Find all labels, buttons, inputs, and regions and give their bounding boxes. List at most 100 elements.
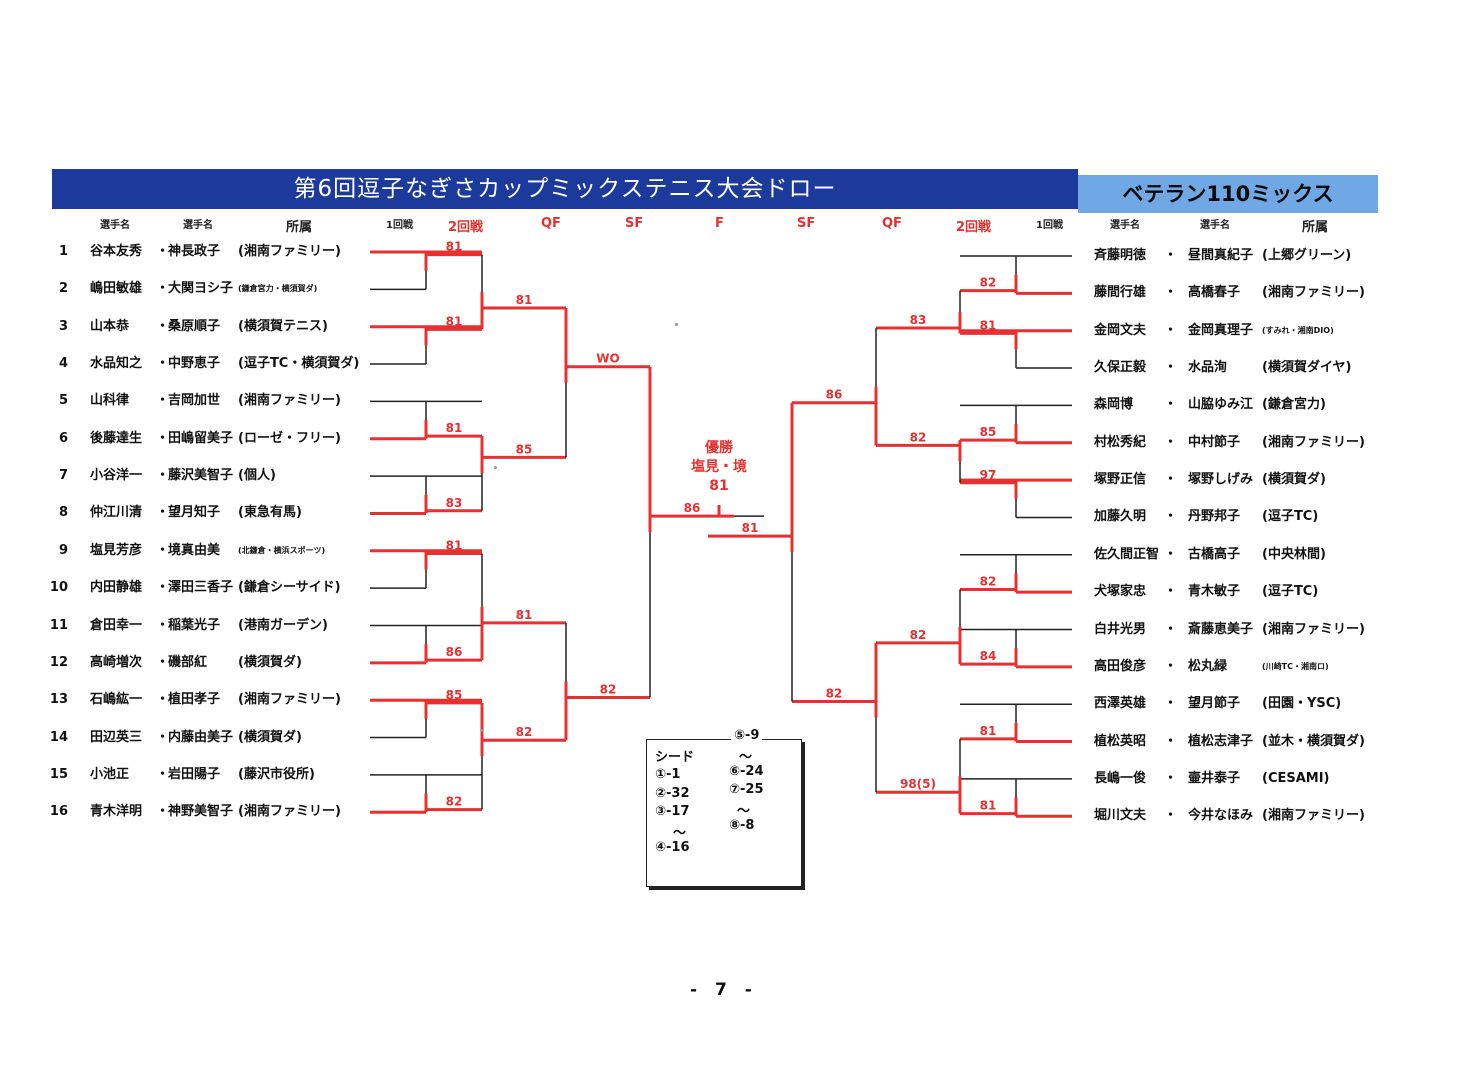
separator-dot: ・ — [156, 542, 170, 558]
player2-name: 高橋春子 — [1188, 285, 1241, 301]
player2-name: 望月知子 — [168, 505, 221, 521]
player1-name: 犬塚家忠 — [1094, 584, 1147, 600]
player1-name: 後藤達生 — [90, 430, 143, 446]
affiliation: (湘南ファミリー) — [238, 692, 341, 708]
right-entry-row: 堀川文夫・今井なほみ(湘南ファミリー) — [0, 806, 1400, 826]
seed-number: 15 — [49, 766, 68, 782]
right-score: 82 — [826, 687, 843, 701]
right-score: 82 — [980, 574, 997, 588]
player2-name: 岩田陽子 — [168, 766, 221, 782]
separator-dot: ・ — [156, 580, 170, 596]
player2-name: 桑原順子 — [168, 318, 221, 334]
seed-right-2: ～ — [739, 750, 753, 765]
affiliation: (並木・横須賀ダ) — [1262, 733, 1365, 749]
separator-dot: ・ — [156, 505, 170, 521]
seed-number: 12 — [49, 654, 68, 670]
header-left-player1: 選手名 — [100, 220, 130, 231]
player2-name: 内藤由美子 — [168, 729, 234, 745]
player2-name: 境真由美 — [168, 542, 221, 558]
player2-name: 望月節子 — [1188, 696, 1241, 712]
seed-number: 10 — [49, 580, 68, 596]
player1-name: 塚野正信 — [1094, 472, 1147, 488]
affiliation: (田園・YSC) — [1262, 696, 1342, 712]
seed-left-5: ④-16 — [655, 840, 690, 855]
right-entry-row: 森岡博・山脇ゆみ江(鎌倉宮力) — [0, 395, 1400, 415]
separator-dot: ・ — [156, 692, 170, 708]
player2-name: 塚野しげみ — [1188, 472, 1254, 488]
header-right-player1: 選手名 — [1110, 220, 1140, 231]
affiliation: (鎌倉シーサイド) — [238, 580, 341, 596]
left-score: 86 — [446, 645, 463, 659]
separator-dot: ・ — [1164, 733, 1178, 749]
player2-name: 水品洵 — [1188, 360, 1228, 376]
player1-name: 小谷洋一 — [90, 468, 143, 484]
affiliation: (湘南ファミリー) — [1262, 808, 1365, 824]
player2-name: 斎藤恵美子 — [1188, 621, 1254, 637]
separator-dot: ・ — [1164, 546, 1178, 562]
player2-name: 壷井泰子 — [1188, 770, 1241, 786]
player1-name: 倉田幸一 — [90, 617, 143, 633]
affiliation: (すみれ・湘南DIO) — [1262, 325, 1334, 335]
player2-name: 青木敏子 — [1188, 584, 1241, 600]
right-entry-row: 金岡文夫・金岡真理子(すみれ・湘南DIO) — [0, 321, 1400, 341]
separator-dot: ・ — [1164, 509, 1178, 525]
affiliation: (横須賀ダ) — [1262, 472, 1326, 488]
right-score: 82 — [910, 430, 927, 444]
affiliation: (港南ガーデン) — [238, 617, 328, 633]
header-left-round2: 2回戦 — [448, 220, 484, 235]
affiliation: (横須賀ダ) — [238, 729, 302, 745]
separator-dot: ・ — [1164, 472, 1178, 488]
affiliation: (中央林間) — [1262, 546, 1326, 562]
player1-name: 金岡文夫 — [1094, 322, 1147, 338]
affiliation: (湘南ファミリー) — [238, 244, 341, 259]
header-left-player2: 選手名 — [183, 220, 213, 231]
player2-name: 山脇ゆみ江 — [1188, 397, 1254, 413]
right-entry-row: 長嶋一俊・壷井泰子(CESAMI) — [0, 769, 1400, 789]
right-score: 84 — [980, 649, 997, 663]
separator-dot: ・ — [156, 468, 170, 484]
separator-dot: ・ — [156, 766, 170, 782]
affiliation: (ローゼ・フリー) — [238, 430, 341, 446]
category-label: ベテラン110ミックス — [1078, 175, 1378, 213]
header-left-qf: QF — [541, 216, 561, 231]
player1-name: 石嶋紘一 — [90, 692, 143, 708]
player2-name: 稲葉光子 — [168, 617, 221, 633]
separator-dot: ・ — [156, 729, 170, 745]
right-score: 81 — [980, 799, 997, 813]
player2-name: 藤沢美智子 — [168, 468, 234, 484]
champion-name: 塩見・境 — [691, 458, 747, 475]
left-score: 85 — [446, 688, 463, 702]
player1-name: 堀川文夫 — [1094, 808, 1147, 824]
page-number: - 7 - — [690, 980, 758, 1000]
champion-score: 81 — [709, 478, 728, 494]
affiliation: (横須賀ダ) — [238, 654, 302, 670]
right-score: 98(5) — [900, 777, 936, 791]
affiliation: (横須賀ダイヤ) — [1262, 360, 1352, 376]
affiliation: (湘南ファミリー) — [1262, 621, 1365, 637]
seed-number: 1 — [58, 244, 68, 259]
affiliation: (横須賀テニス) — [238, 318, 328, 334]
seed-right-1: ⑤-9 — [731, 728, 763, 743]
affiliation: (川崎TC・湘南ロ) — [1262, 661, 1329, 671]
left-score: 82 — [600, 683, 617, 697]
seed-right-4: ⑦-25 — [729, 782, 764, 797]
separator-dot: ・ — [156, 617, 170, 633]
left-score: 82 — [516, 725, 533, 739]
seed-legend-title: シード — [655, 750, 695, 765]
right-score: 81 — [980, 318, 997, 332]
affiliation: (湘南ファミリー) — [1262, 285, 1365, 301]
seed-number: 4 — [58, 356, 68, 372]
scan-speck — [480, 729, 483, 732]
player1-name: 西澤英雄 — [1094, 696, 1147, 712]
affiliation: (東急有馬) — [238, 505, 302, 521]
left-score: 81 — [516, 608, 533, 622]
right-entry-row: 植松英昭・植松志津子(並木・横須賀ダ) — [0, 732, 1400, 752]
player1-name: 森岡博 — [1094, 397, 1134, 413]
affiliation: (個人) — [238, 468, 276, 484]
scan-speck — [675, 323, 678, 326]
affiliation: (逗子TC) — [1262, 584, 1319, 600]
player1-name: 水品知之 — [90, 356, 143, 372]
seed-number: 8 — [58, 505, 68, 521]
